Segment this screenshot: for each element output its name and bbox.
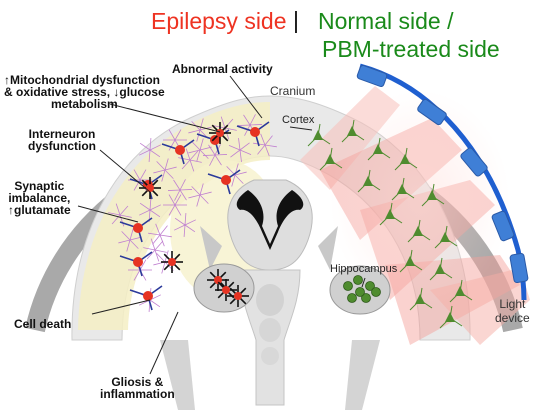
neuron-healthy xyxy=(399,249,423,273)
neuron-epilepsy xyxy=(236,121,270,147)
label-mitochondrial-line3: metabolism xyxy=(51,97,118,111)
hippocampal-neuron xyxy=(365,281,375,291)
neuron-healthy xyxy=(379,202,403,226)
label-interneuron: Interneuron dysfunction xyxy=(28,128,96,152)
neuron-healthy xyxy=(409,287,433,311)
label-mitochondrial-line1: ↑Mitochondrial dysfunction xyxy=(4,73,160,87)
neuron-healthy xyxy=(391,177,415,201)
label-interneuron-line2: dysfunction xyxy=(28,139,96,153)
label-abnormal-activity: Abnormal activity xyxy=(172,62,273,76)
astrocyte xyxy=(118,228,142,252)
device-pad xyxy=(417,98,447,126)
astrocyte xyxy=(163,129,187,151)
astrocyte xyxy=(139,138,161,162)
light-device xyxy=(356,63,529,301)
hippocampal-neuron xyxy=(347,293,357,303)
hippocampal-neuron xyxy=(355,287,365,297)
astrocyte xyxy=(188,183,212,207)
neuron-healthy xyxy=(394,147,418,171)
label-cell-death: Cell death xyxy=(14,317,72,331)
neuron-healthy xyxy=(434,225,458,249)
neuron-healthy xyxy=(407,219,431,243)
device-pad xyxy=(356,64,388,88)
label-hippocampus: Hippocampus xyxy=(330,263,398,275)
astrocyte xyxy=(167,179,193,201)
neuron-healthy xyxy=(429,257,453,281)
hippocampal-neuron xyxy=(353,275,363,285)
neuron-burst xyxy=(207,269,229,291)
device-pad xyxy=(509,252,529,284)
neuron-epilepsy xyxy=(119,251,153,277)
astrocyte-network-epilepsy xyxy=(108,114,277,312)
label-light-device-line1: Light xyxy=(499,297,526,311)
brainstem xyxy=(227,179,313,406)
hippocampal-neuron xyxy=(371,287,381,297)
title-normal-side: Normal side / xyxy=(318,8,454,34)
label-gliosis-line1: Gliosis & xyxy=(111,375,164,389)
neuron-epilepsy xyxy=(129,285,163,311)
neurons-healthy xyxy=(307,119,473,329)
label-gliosis: Gliosis & inflammation xyxy=(100,376,175,400)
title-epilepsy-side: Epilepsy side xyxy=(151,8,287,34)
label-synaptic-line1: Synaptic xyxy=(14,179,65,193)
neuron-epilepsy xyxy=(196,129,230,155)
label-light-device-line2: device xyxy=(495,311,530,325)
ventricles xyxy=(200,226,338,270)
astrocyte xyxy=(153,158,177,182)
title-separator: | xyxy=(293,7,299,33)
title-pbm-side: PBM-treated side xyxy=(322,36,500,62)
leader-lines xyxy=(77,75,366,375)
device-pad xyxy=(491,210,515,242)
neuron-healthy xyxy=(341,119,365,143)
label-synaptic-line2: imbalance, xyxy=(8,191,71,205)
light-beams xyxy=(300,86,530,345)
astrocyte xyxy=(228,138,252,162)
neuron-healthy xyxy=(367,137,391,161)
neuron-burst xyxy=(209,122,231,144)
label-cortex: Cortex xyxy=(282,114,315,126)
neuron-burst xyxy=(139,177,161,199)
label-cranium: Cranium xyxy=(270,84,316,98)
label-mitochondrial-line2: & oxidative stress, ↓glucose xyxy=(4,85,165,99)
astrocyte xyxy=(163,194,187,216)
astrocyte xyxy=(178,148,202,172)
label-synaptic: Synaptic imbalance, ↑glutamate xyxy=(8,180,71,216)
neuron-healthy xyxy=(421,183,445,207)
neuron-healthy xyxy=(307,123,331,147)
neuron-healthy xyxy=(357,169,381,193)
neuron-burst xyxy=(161,251,183,273)
neurons-epilepsy xyxy=(119,121,270,311)
label-interneuron-line1: Interneuron xyxy=(28,127,96,141)
lower-structures xyxy=(160,340,380,410)
label-gliosis-line2: inflammation xyxy=(100,387,175,401)
neuron-epilepsy xyxy=(119,217,153,243)
hippocampal-neuron xyxy=(343,281,353,291)
astrocyte xyxy=(148,223,172,247)
astrocyte xyxy=(253,133,277,157)
neuron-healthy xyxy=(439,305,463,329)
label-light-device: Light device xyxy=(495,297,530,325)
neuron-burst xyxy=(215,279,237,301)
neuron-epilepsy xyxy=(161,139,195,165)
neuron-epilepsy xyxy=(207,169,241,195)
label-synaptic-line3: ↑glutamate xyxy=(8,203,71,217)
label-mitochondrial: ↑Mitochondrial dysfunction & oxidative s… xyxy=(4,74,165,110)
neuron-healthy xyxy=(319,147,343,171)
astrocyte xyxy=(174,213,196,237)
astrocyte xyxy=(188,138,212,162)
astrocyte xyxy=(143,238,167,262)
neuron-healthy xyxy=(449,279,473,303)
device-pad xyxy=(460,147,488,177)
astrocyte xyxy=(188,118,212,142)
neuron-burst xyxy=(227,285,249,307)
hippocampal-neuron xyxy=(361,293,371,303)
